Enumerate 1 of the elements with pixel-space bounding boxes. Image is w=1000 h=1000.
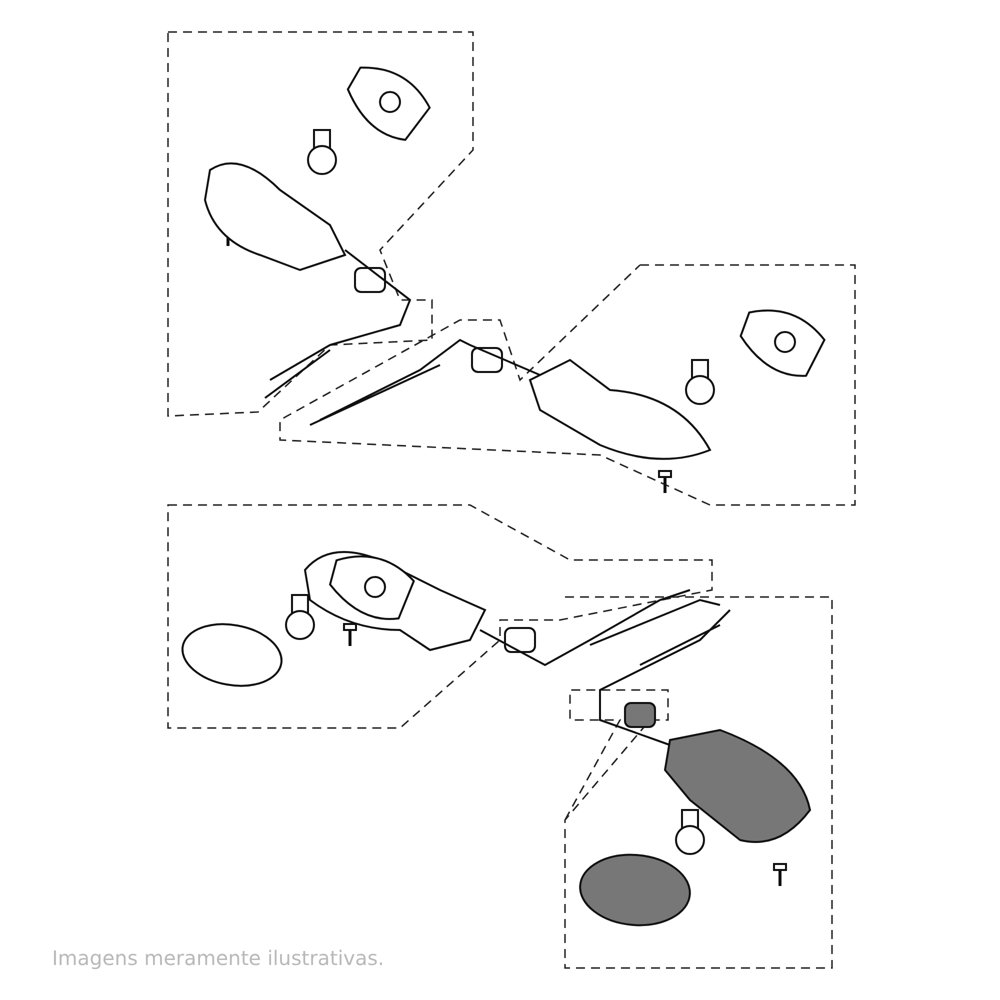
disclaimer-caption: Imagens meramente ilustrativas.: [52, 946, 384, 970]
